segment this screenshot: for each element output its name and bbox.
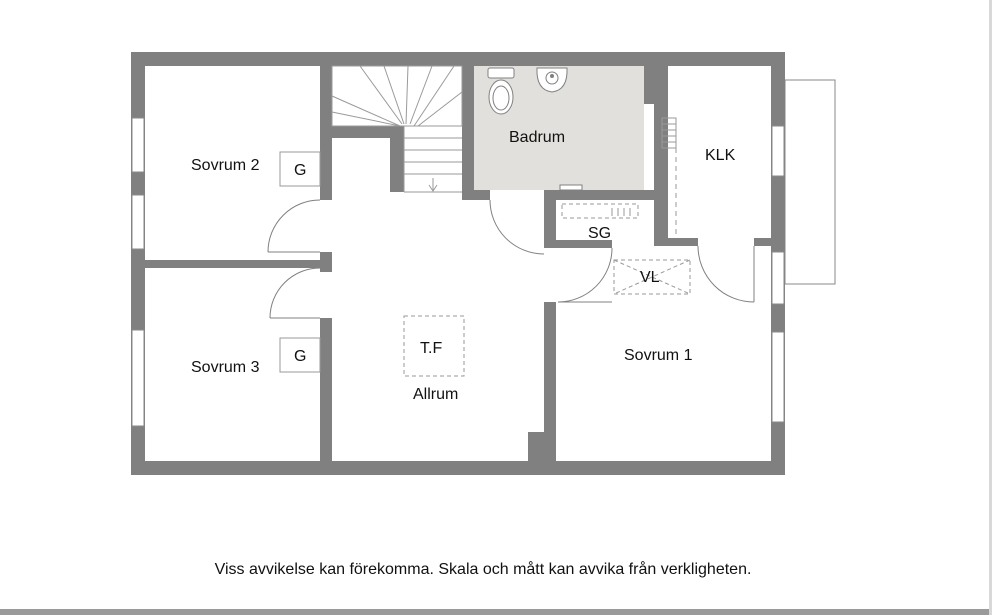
- room-label-klk: KLK: [705, 147, 736, 164]
- bathroom-fixtures: [487, 67, 583, 191]
- tf-box: [403, 315, 465, 377]
- staircase: [331, 65, 463, 193]
- interior-walls: [145, 66, 771, 461]
- right-edge-border: [989, 0, 992, 615]
- g-box-sovrum3: [279, 337, 321, 373]
- doors: [267, 199, 755, 319]
- bottom-divider: [0, 609, 992, 615]
- g-label-sovrum3: G: [294, 348, 306, 365]
- g-box-sovrum2: [279, 151, 321, 187]
- room-label-sovrum1: Sovrum 1: [624, 347, 693, 364]
- room-label-sg: SG: [588, 225, 611, 242]
- room-label-badrum: Badrum: [509, 129, 565, 146]
- windows: [131, 117, 785, 427]
- radiator: [661, 117, 677, 149]
- room-label-sovrum3: Sovrum 3: [191, 359, 260, 376]
- disclaimer-text: Viss avvikelse kan förekomma. Skala och …: [214, 561, 752, 578]
- klk-details: [661, 117, 677, 238]
- balcony: [784, 79, 836, 285]
- g-label-sovrum2: G: [294, 162, 306, 179]
- sg-closet-marks: [561, 203, 639, 219]
- room-label-allrum: Allrum: [413, 386, 458, 403]
- room-label-sovrum2: Sovrum 2: [191, 157, 260, 174]
- vl-marks: [613, 259, 691, 295]
- floor-plan: Sovrum 2 G Sovrum 3 G Badrum KLK SG VL T…: [131, 52, 836, 475]
- toilet-tank: [487, 67, 515, 79]
- room-label-tf: T.F: [420, 340, 442, 357]
- room-label-vl: VL: [640, 269, 660, 286]
